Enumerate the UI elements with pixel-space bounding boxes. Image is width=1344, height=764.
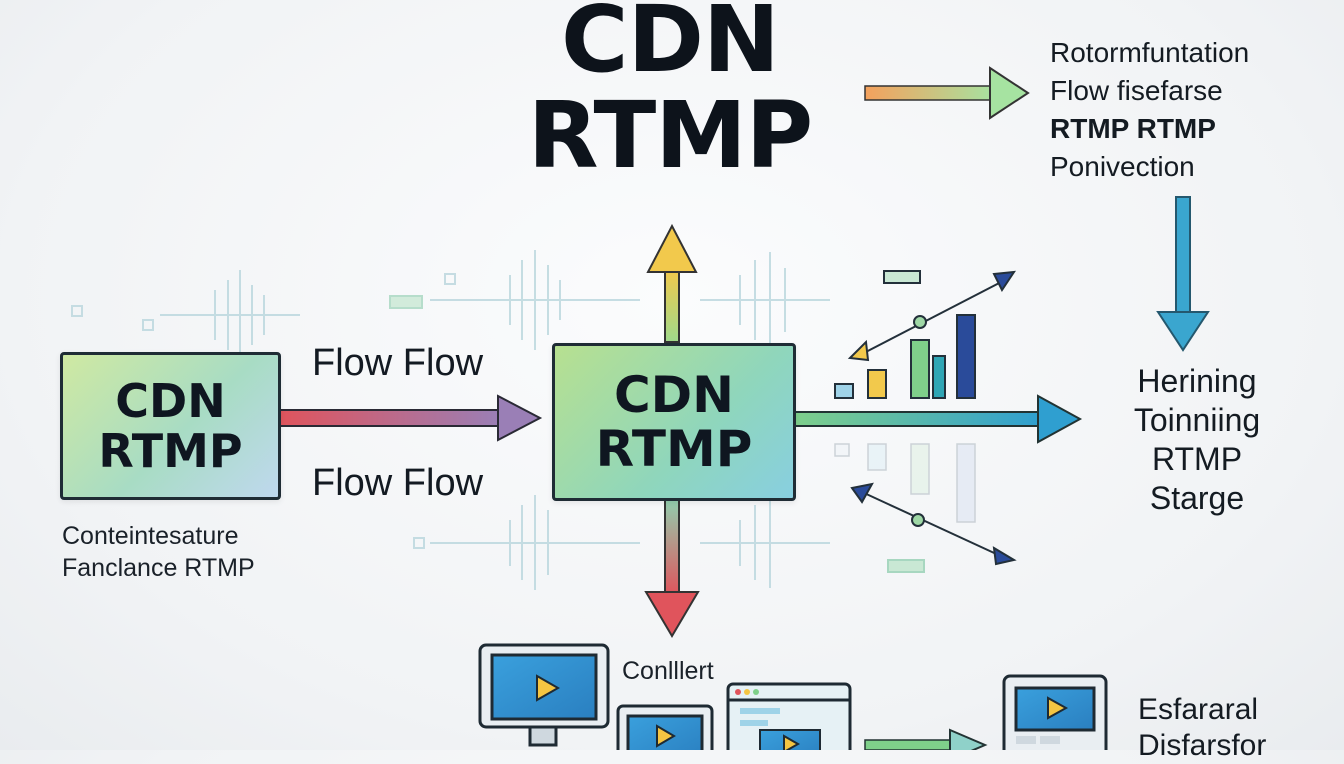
device-screen-icon [1002, 674, 1108, 750]
right-line-4: Starge [1149, 480, 1245, 516]
waveform-center-top [389, 250, 830, 350]
top-right-line-2: Flow fisefarse [1050, 75, 1223, 106]
trend-line-upper [847, 270, 1017, 362]
title-line-2: RTMP [527, 82, 813, 189]
left-caption-line-1: Conteintesature [62, 522, 239, 550]
arrow-center-to-right [791, 394, 1083, 444]
left-caption-line-2: Fanclance RTMP [62, 554, 255, 582]
monitor-icon [478, 643, 610, 747]
top-right-line-1: Rotormfuntation [1050, 37, 1250, 68]
waveform-left [71, 270, 300, 360]
right-line-2: Toinniing [1133, 402, 1261, 438]
arrow-center-up [646, 223, 698, 343]
flow-label-bottom: Flow Flow [312, 462, 484, 504]
left-node-line-1: CDN [115, 374, 226, 428]
arrow-top-right-down [1156, 196, 1210, 352]
bar-chart-lower [834, 443, 976, 523]
right-text: Herining Toinniing RTMP Starge [1112, 362, 1282, 518]
bottom-label: Conlllert [622, 657, 714, 685]
bottom-right-line-1: Esfararal [1138, 693, 1259, 726]
center-node-line-1: CDN [613, 366, 735, 424]
right-line-1: Herining [1137, 363, 1257, 399]
left-caption: Conteintesature Fanclance RTMP [62, 520, 255, 584]
top-right-line-4: Ponivection [1050, 151, 1195, 182]
waveform-center-bottom [413, 495, 830, 590]
arrow-left-to-center [277, 394, 543, 442]
trend-line-lower [850, 482, 1017, 573]
center-node-line-2: RTMP [595, 420, 753, 478]
bar-chart-upper [834, 270, 976, 399]
flow-label-top: Flow Flow [312, 342, 484, 384]
bottom-right-text: Esfararal Disfarsfor [1138, 692, 1266, 764]
browser-window-icon [726, 682, 852, 750]
tablet-icon [616, 704, 714, 750]
top-right-text: Rotormfuntation Flow fisefarse RTMP RTMP… [1050, 34, 1249, 186]
arrow-bottom-right [864, 728, 988, 750]
left-node: CDN RTMP [60, 352, 281, 500]
bottom-right-line-2: Disfarsfor [1138, 729, 1267, 762]
center-node: CDN RTMP [552, 343, 796, 501]
left-node-line-2: RTMP [98, 424, 243, 478]
right-line-3: RTMP [1151, 441, 1243, 477]
arrow-title-to-top-right [864, 66, 1030, 120]
top-right-line-3: RTMP RTMP [1050, 113, 1216, 144]
diagram-title: CDN RTMP [470, 0, 870, 184]
title-line-1: CDN [561, 0, 780, 93]
arrow-center-down [644, 496, 700, 638]
